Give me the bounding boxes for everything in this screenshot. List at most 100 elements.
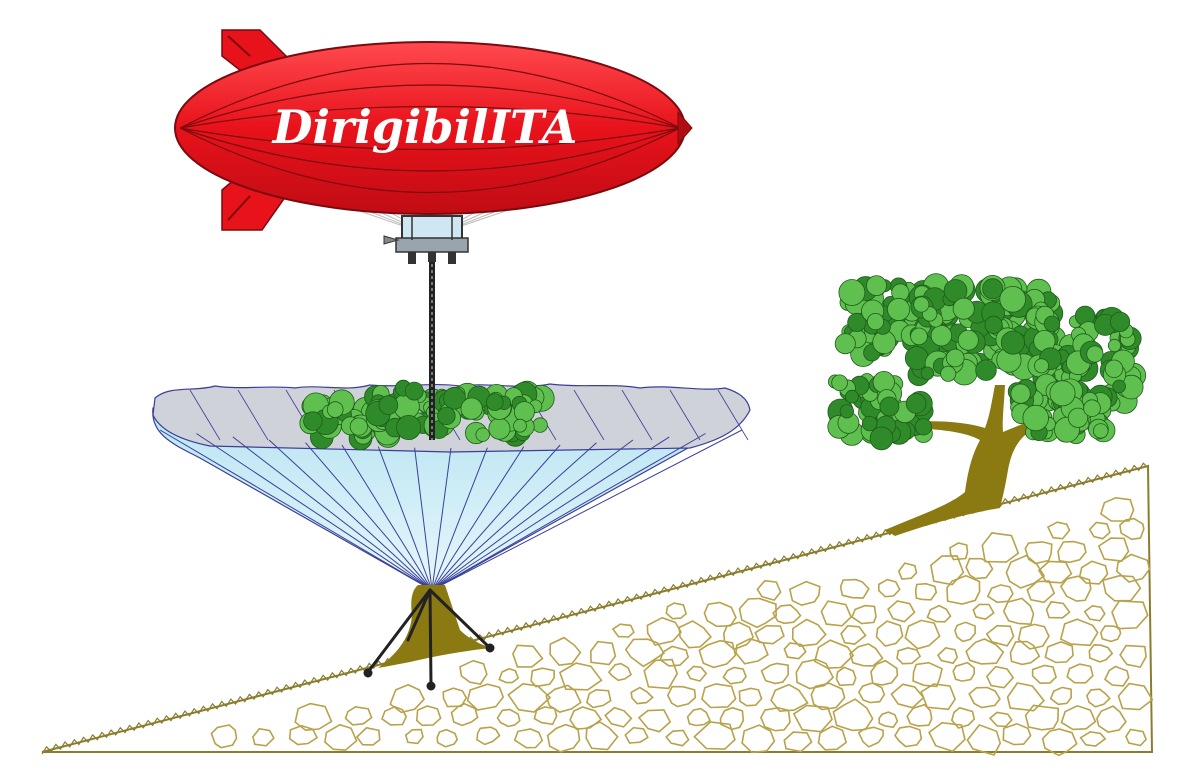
leaf-cluster: [349, 417, 368, 436]
cobblestone: [569, 706, 603, 731]
cobblestone: [772, 604, 802, 625]
leaf-cluster: [303, 411, 323, 431]
cobblestone: [810, 682, 846, 711]
envelope-seam: [179, 127, 681, 172]
envelope-seam: [179, 127, 681, 151]
cobblestone: [1119, 517, 1145, 541]
cobblestone: [920, 683, 956, 711]
cobblestone: [678, 620, 712, 649]
cobblestone: [1097, 537, 1130, 562]
cobblestone: [389, 683, 425, 714]
leaf-cluster: [1034, 358, 1050, 374]
cobblestone: [585, 688, 612, 709]
cobblestone: [1046, 521, 1071, 540]
leaf-cluster: [905, 393, 927, 414]
tripod-legs: [363, 588, 495, 691]
cobblestone: [719, 706, 745, 731]
canopy-funnel: [152, 379, 751, 591]
cobblestone: [914, 582, 938, 601]
cobblestone: [756, 579, 782, 602]
leaf-cluster: [1083, 399, 1101, 418]
cobblestone: [1044, 641, 1074, 664]
canopy-fold: [189, 389, 221, 441]
cobblestone: [1111, 600, 1149, 630]
canopy-rib: [341, 444, 433, 591]
cobblestone: [1024, 704, 1060, 731]
cobblestone: [936, 647, 959, 665]
leaf-cluster: [513, 418, 527, 433]
cobblestone: [1045, 600, 1071, 619]
envelope-seam: [179, 105, 681, 129]
cobblestone: [643, 658, 679, 690]
cobblestone: [954, 621, 976, 643]
airship-nose: [677, 110, 693, 146]
leaf-cluster: [1010, 383, 1031, 404]
leaf-cluster: [957, 329, 979, 351]
canopy-fold: [573, 389, 605, 441]
cobblestone: [624, 726, 649, 744]
canopy-rib: [159, 429, 433, 591]
leaf-cluster: [443, 386, 466, 410]
leaf-cluster: [866, 312, 885, 331]
leaf-cluster: [831, 374, 848, 392]
cobblestone: [840, 624, 867, 645]
cobblestone: [701, 683, 737, 709]
cobblestone: [210, 724, 238, 749]
cobblestone: [946, 574, 981, 605]
cobblestone: [381, 705, 408, 726]
cobblestone: [904, 619, 941, 650]
airship-title: DirigibilITA: [271, 100, 578, 154]
cobblestone: [1006, 682, 1046, 712]
cobblestone: [530, 667, 555, 688]
cobblestone: [1024, 541, 1053, 565]
leaf-cluster: [437, 406, 456, 426]
leaf-cluster: [326, 401, 344, 418]
cobblestone: [875, 620, 904, 647]
cobblestone: [611, 623, 635, 638]
leaf-cluster: [513, 401, 535, 423]
cobblestone: [1117, 682, 1154, 711]
cobblestone: [693, 721, 736, 750]
leaf-cluster: [975, 359, 997, 381]
cobblestone: [546, 723, 581, 753]
envelope-seam: [179, 62, 681, 129]
canopy-rib: [431, 447, 452, 591]
canopy-rib: [431, 447, 488, 591]
cobblestone: [1125, 728, 1148, 747]
cobblestone: [1026, 580, 1056, 604]
leaf-cluster: [404, 381, 424, 401]
cobblestone: [986, 584, 1014, 604]
leaf-cluster: [887, 297, 911, 321]
cobblestone: [870, 659, 899, 686]
cobblestone: [890, 683, 925, 709]
leaf-cluster: [1000, 330, 1025, 355]
cobblestone: [659, 645, 690, 667]
leaf-cluster: [378, 395, 399, 415]
leaf-cluster: [475, 427, 490, 442]
envelope-seam: [179, 84, 681, 129]
leaf-cluster: [1109, 311, 1131, 332]
cobblestone: [637, 709, 672, 733]
hill-surface-jagged: [41, 462, 1149, 755]
gondola: [383, 215, 469, 264]
cobblestone: [1059, 575, 1092, 602]
canopy-rib: [431, 439, 634, 591]
leaf-cluster: [838, 279, 866, 306]
cobblestone: [966, 723, 1002, 756]
cobblestone: [459, 659, 488, 685]
cobblestone: [770, 683, 809, 713]
leaf-cluster: [847, 312, 867, 332]
cobblestone: [294, 702, 333, 732]
canopy-rib: [268, 439, 433, 591]
leaf-cluster: [869, 426, 894, 451]
leaf-cluster: [930, 324, 953, 347]
cobblestone: [965, 638, 1005, 665]
cobblestone: [1083, 604, 1106, 622]
cobblestone: [839, 578, 870, 599]
cobblestone: [928, 721, 966, 753]
cobblestone: [985, 665, 1015, 689]
leaf-cluster: [861, 415, 878, 432]
cobblestone: [1101, 574, 1142, 602]
canopy-rib: [431, 442, 597, 591]
cobblestone: [585, 721, 619, 751]
